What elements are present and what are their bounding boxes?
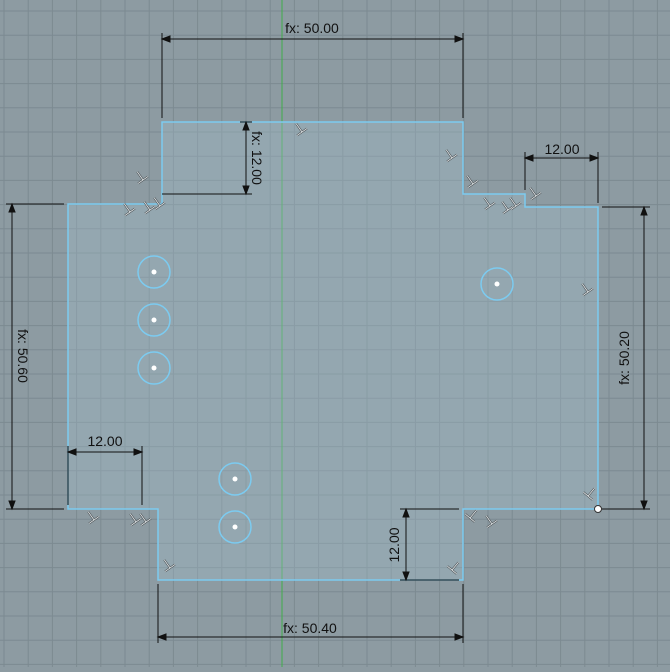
- dimension-bottom-left-notch[interactable]: [66, 446, 144, 505]
- dimension-top-width[interactable]: [160, 33, 465, 118]
- hole[interactable]: [137, 351, 171, 385]
- dimension-bottom-right-notch[interactable]: [400, 507, 459, 582]
- perpendicular-icon[interactable]: [119, 200, 136, 217]
- perpendicular-icon[interactable]: [582, 484, 599, 501]
- perpendicular-icon[interactable]: [83, 508, 100, 525]
- hole[interactable]: [137, 303, 171, 337]
- dimension-label-bottom-width[interactable]: fx: 50.40: [283, 620, 337, 636]
- perpendicular-icon[interactable]: [132, 168, 149, 185]
- perpendicular-icon[interactable]: [149, 194, 166, 211]
- perpendicular-icon[interactable]: [497, 198, 514, 215]
- constraint-glyphs: [83, 120, 599, 575]
- dimension-left-height[interactable]: [6, 202, 64, 511]
- perpendicular-icon[interactable]: [139, 198, 156, 215]
- hole[interactable]: [137, 255, 171, 289]
- perpendicular-icon[interactable]: [135, 510, 152, 527]
- perpendicular-icon[interactable]: [441, 146, 458, 163]
- hole[interactable]: [480, 267, 514, 301]
- hole[interactable]: [218, 510, 252, 544]
- dimension-label-top-width[interactable]: fx: 50.00: [285, 20, 339, 36]
- perpendicular-icon[interactable]: [464, 506, 481, 523]
- perpendicular-icon[interactable]: [525, 184, 542, 201]
- dimension-label-bottom-left-notch[interactable]: 12.00: [87, 433, 122, 449]
- perpendicular-icon[interactable]: [462, 172, 479, 189]
- holes: [137, 255, 514, 544]
- dimension-top-notch-height[interactable]: [162, 120, 252, 196]
- perpendicular-icon[interactable]: [291, 120, 308, 137]
- sketch-profile[interactable]: [67, 121, 599, 581]
- perpendicular-icon[interactable]: [125, 510, 142, 527]
- perpendicular-icon[interactable]: [159, 556, 176, 573]
- dimension-label-right-height[interactable]: fx: 50.20: [616, 331, 632, 385]
- dimension-label-top-right-notch[interactable]: 12.00: [544, 141, 579, 157]
- dimension-bottom-width[interactable]: [156, 584, 465, 643]
- perpendicular-icon[interactable]: [577, 280, 594, 297]
- perpendicular-icon[interactable]: [481, 512, 498, 529]
- perpendicular-icon[interactable]: [479, 194, 496, 211]
- dimension-top-right-notch[interactable]: [523, 152, 600, 203]
- perpendicular-icon[interactable]: [446, 558, 463, 575]
- sketch-point-icon[interactable]: [594, 505, 602, 513]
- dimension-label-left-height[interactable]: fx: 50.60: [15, 329, 31, 383]
- dimension-label-bottom-right-notch[interactable]: 12.00: [386, 527, 402, 562]
- dimension-label-top-notch-height[interactable]: fx: 12.00: [249, 131, 265, 185]
- hole[interactable]: [218, 462, 252, 496]
- perpendicular-icon[interactable]: [505, 194, 522, 211]
- dimension-right-height[interactable]: [602, 205, 650, 511]
